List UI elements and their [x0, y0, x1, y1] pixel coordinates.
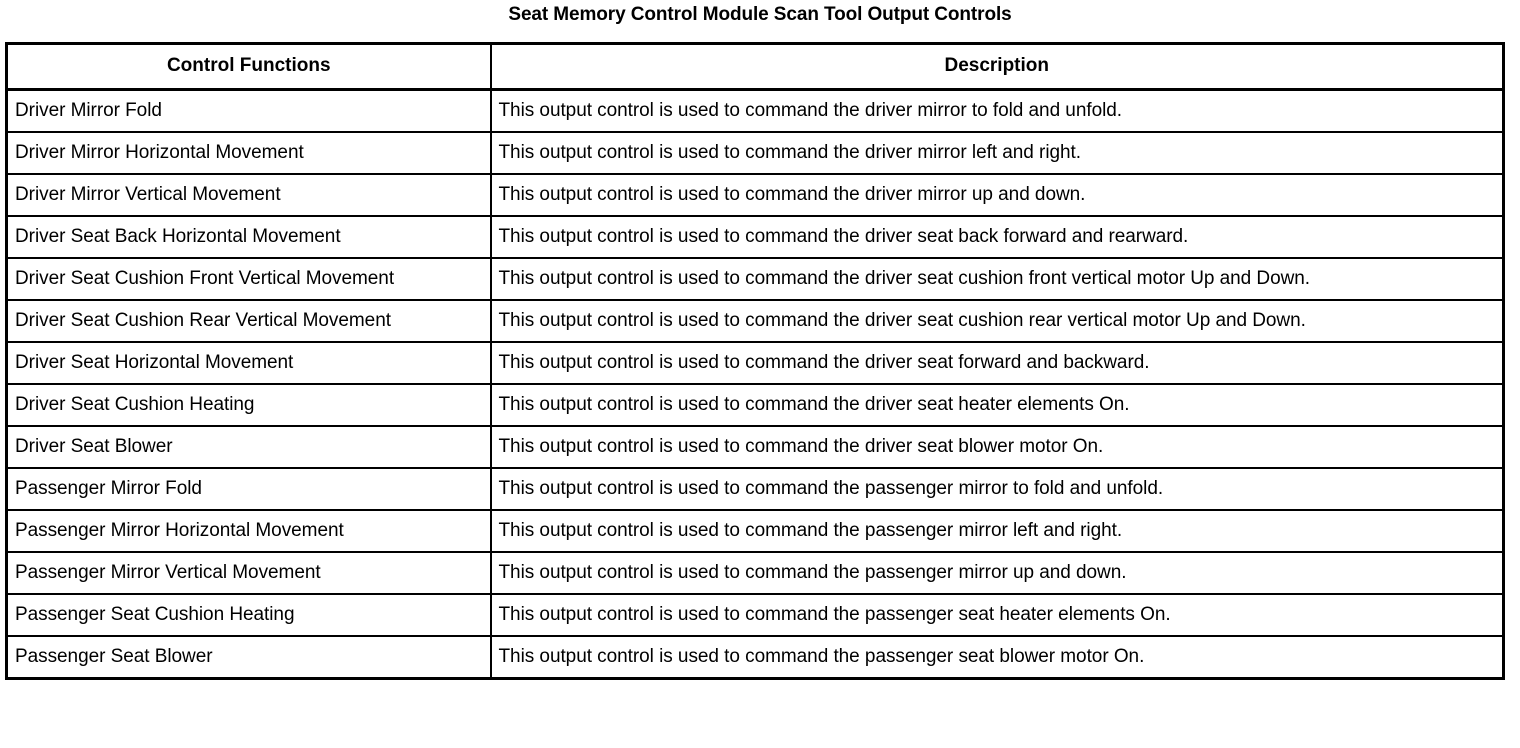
control-function-label: Driver Seat Cushion Rear Vertical Moveme…	[15, 310, 391, 331]
table-row: Passenger Seat Cushion Heating This outpu…	[6, 594, 1504, 637]
cell-control-function: Driver Mirror Vertical Movement	[6, 174, 492, 217]
control-function-label: Passenger Mirror Fold	[15, 478, 202, 499]
description-label: This output control is used to command t…	[498, 352, 1150, 373]
table-row: Driver Mirror Vertical Movement This outp…	[6, 174, 1504, 217]
cell-control-function: Driver Mirror Fold	[6, 89, 492, 133]
cell-control-function: Driver Seat Horizontal Movement	[6, 342, 492, 385]
table-row: Driver Seat Blower This output control is…	[6, 426, 1504, 469]
control-function-label: Passenger Seat Cushion Heating	[15, 604, 295, 625]
control-function-label: Passenger Mirror Horizontal Movement	[15, 520, 344, 541]
control-function-label: Driver Mirror Fold	[15, 100, 162, 121]
cell-control-function: Passenger Seat Blower	[6, 636, 492, 679]
cell-description: This output control is used to command t…	[490, 132, 1504, 175]
control-function-label: Driver Seat Cushion Front Vertical Movem…	[15, 268, 395, 289]
cell-description: This output control is used to command t…	[491, 636, 1504, 679]
column-header-control-functions: Control Functions	[6, 43, 492, 91]
control-function-label: Passenger Mirror Vertical Movement	[15, 562, 321, 583]
cell-control-function: Driver Mirror Horizontal Movement	[6, 132, 492, 175]
table-row: Passenger Mirror Vertical Movement This o…	[6, 552, 1504, 595]
cell-control-function: Driver Seat Cushion Front Vertical Movem…	[6, 258, 492, 301]
table-row: Passenger Seat Blower This output control…	[6, 636, 1504, 679]
description-label: This output control is used to command t…	[498, 394, 1130, 415]
cell-description: This output control is used to command t…	[490, 510, 1504, 553]
description-label: This output control is used to command t…	[498, 310, 1306, 331]
control-function-label: Passenger Seat Blower	[15, 646, 213, 667]
description-label: This output control is used to command t…	[498, 226, 1189, 247]
description-label: This output control is used to command t…	[498, 142, 1082, 163]
table-row: Driver Seat Back Horizontal Movement This…	[6, 216, 1504, 259]
control-function-label: Driver Seat Blower	[15, 436, 173, 457]
cell-description: This output control is used to command t…	[490, 594, 1504, 637]
cell-control-function: Passenger Mirror Horizontal Movement	[6, 510, 492, 553]
cell-description: This output control is used to command t…	[490, 384, 1504, 427]
scan-tool-output-controls-table: Control Functions Description Driver Mir…	[5, 42, 1505, 680]
description-label: This output control is used to command t…	[498, 562, 1127, 583]
cell-control-function: Driver Seat Cushion Heating	[6, 384, 492, 427]
description-label: This output control is used to command t…	[498, 646, 1145, 667]
table-container: Control Functions Description Driver Mir…	[5, 42, 1505, 680]
table-row: Driver Seat Cushion Heating This output c…	[6, 384, 1504, 427]
column-header-description: Description	[490, 43, 1504, 91]
description-label: This output control is used to command t…	[498, 268, 1311, 289]
table-row: Driver Mirror Horizontal Movement This ou…	[6, 132, 1504, 175]
description-label: This output control is used to command t…	[498, 478, 1164, 499]
table-header-row: Control Functions Description	[6, 43, 1504, 91]
control-function-label: Driver Seat Cushion Heating	[15, 394, 255, 415]
cell-control-function: Driver Seat Cushion Rear Vertical Moveme…	[6, 300, 492, 343]
cell-control-function: Passenger Mirror Vertical Movement	[6, 552, 492, 595]
description-label: This output control is used to command t…	[498, 436, 1104, 457]
cell-description: This output control is used to command t…	[490, 258, 1504, 301]
control-function-label: Driver Seat Horizontal Movement	[15, 352, 294, 373]
table-row: Passenger Mirror Fold This output control…	[6, 468, 1504, 511]
cell-description: This output control is used to command t…	[490, 426, 1504, 469]
cell-description: This output control is used to command t…	[490, 89, 1504, 133]
cell-description: This output control is used to command t…	[490, 468, 1504, 511]
table-row: Driver Seat Cushion Rear Vertical Moveme…	[6, 300, 1504, 343]
control-function-label: Driver Mirror Vertical Movement	[15, 184, 281, 205]
cell-control-function: Passenger Mirror Fold	[6, 468, 492, 511]
table-row: Driver Seat Horizontal Movement This outp…	[6, 342, 1504, 385]
cell-description: This output control is used to command t…	[490, 552, 1504, 595]
table-header: Control Functions Description	[6, 43, 1504, 91]
cell-description: This output control is used to command t…	[490, 174, 1504, 217]
cell-description: This output control is used to command t…	[490, 300, 1504, 343]
description-label: This output control is used to command t…	[498, 604, 1171, 625]
description-label: This output control is used to command t…	[498, 100, 1123, 121]
description-label: This output control is used to command t…	[498, 184, 1086, 205]
table-row: Driver Mirror Fold This output control is…	[6, 89, 1504, 133]
cell-control-function: Driver Seat Back Horizontal Movement	[6, 216, 492, 259]
cell-control-function: Driver Seat Blower	[6, 426, 492, 469]
page-title: Seat Memory Control Module Scan Tool Out…	[508, 4, 1012, 25]
table-row: Passenger Mirror Horizontal Movement This…	[6, 510, 1504, 553]
cell-description: This output control is used to command t…	[490, 342, 1504, 385]
description-label: This output control is used to command t…	[498, 520, 1123, 541]
control-function-label: Driver Seat Back Horizontal Movement	[15, 226, 341, 247]
control-function-label: Driver Mirror Horizontal Movement	[15, 142, 304, 163]
table-row: Driver Seat Cushion Front Vertical Movem…	[6, 258, 1504, 301]
cell-control-function: Passenger Seat Cushion Heating	[6, 594, 492, 637]
cell-description: This output control is used to command t…	[490, 216, 1504, 259]
